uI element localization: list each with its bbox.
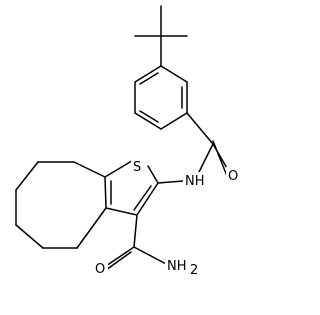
svg-text:NH: NH [185,174,205,189]
thiophene-ring [104,158,159,216]
atom-label-sulfur: S [131,158,145,175]
svg-text:2: 2 [190,263,198,278]
svg-text:O: O [95,262,105,277]
benzene-ring [134,65,188,130]
svg-text:O: O [228,169,238,184]
atom-label-carboxamide-oxygen: O [94,260,108,277]
atom-label-amide-oxygen: O [226,167,240,184]
cyclooctane-ring [15,161,107,249]
molecule-structure: S O NH O NH 2 [15,5,240,278]
amide-linker [186,112,229,181]
nh-thiophene-bond [157,180,184,184]
atom-label-nh2: NH 2 [165,257,199,278]
carboxamide-group [105,214,169,271]
svg-text:NH: NH [167,259,187,274]
atom-label-nh: NH [183,172,209,189]
tert-butyl-group [134,5,188,67]
svg-text:S: S [133,160,141,175]
